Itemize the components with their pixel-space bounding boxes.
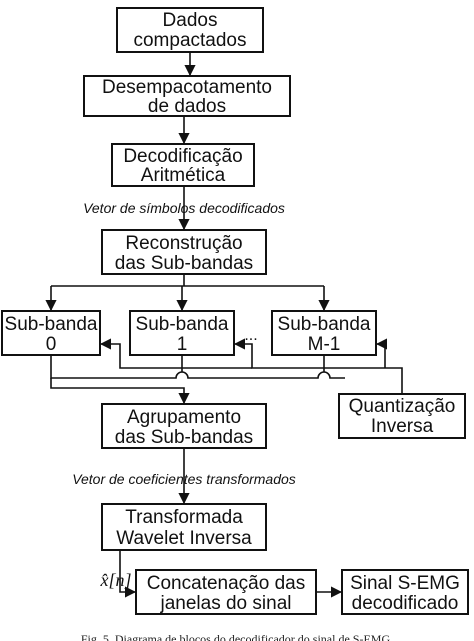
arrow-to-grouping: [50, 378, 190, 405]
box-arithmetic-decoding-line1: Decodificação: [123, 146, 242, 167]
box-inverse-wavelet: Transformada Wavelet Inversa: [101, 503, 267, 551]
box-subband-reconstruction-line2: das Sub-bandas: [115, 253, 253, 274]
arrow-quant-to-subband-1: [233, 338, 385, 369]
box-window-concatenation-line1: Concatenação das: [147, 573, 305, 594]
box-subband-grouping: Agrupamento das Sub-bandas: [101, 403, 267, 449]
box-inverse-quantization-line1: Quantização: [349, 396, 456, 417]
box-subband-grouping-line2: das Sub-bandas: [115, 427, 253, 448]
box-window-concatenation-line2: janelas do sinal: [160, 593, 292, 614]
arrow-wavelet-to-concatenation: [119, 550, 137, 598]
box-compressed-data: Dados compactados: [116, 7, 264, 53]
line-quant-up: [385, 367, 403, 394]
ellipsis-label: ...: [244, 327, 257, 344]
box-arithmetic-decoding: Decodificação Aritmética: [111, 143, 255, 187]
arrow-quant-to-subband-0: [99, 338, 252, 369]
box-compressed-data-line1: Dados: [163, 10, 218, 31]
box-subband-0-line1: Sub-banda: [5, 314, 98, 335]
box-subband-0: Sub-banda 0: [1, 310, 101, 356]
box-subband-1-line1: Sub-banda: [136, 314, 229, 335]
box-inverse-quantization: Quantização Inversa: [338, 393, 466, 439]
box-unpacking-line2: de dados: [148, 96, 226, 117]
box-subband-reconstruction-line1: Reconstrução: [125, 233, 242, 254]
line-subbands-collector: [50, 355, 345, 379]
box-subband-1-line2: 1: [177, 334, 188, 355]
box-compressed-data-line2: compactados: [133, 30, 246, 51]
box-unpacking: Desempacotamento de dados: [83, 75, 291, 117]
box-subband-grouping-line1: Agrupamento: [127, 407, 241, 428]
box-subband-0-line2: 0: [46, 334, 57, 355]
box-decoded-signal-line2: decodificado: [352, 593, 459, 614]
box-window-concatenation: Concatenação das janelas do sinal: [135, 569, 317, 615]
box-unpacking-line1: Desempacotamento: [102, 77, 272, 98]
box-subband-m-1: Sub-banda M-1: [271, 310, 377, 356]
figure-caption: Fig. 5. Diagrama de blocos do decodifica…: [81, 632, 393, 641]
box-decoded-signal: Sinal S-EMG decodificado: [341, 569, 469, 615]
box-decoded-signal-line1: Sinal S-EMG: [350, 573, 460, 594]
figure-caption-text: Fig. 5. Diagrama de blocos do decodifica…: [81, 632, 393, 641]
box-subband-m-1-line2: M-1: [308, 334, 341, 355]
arrow-quant-to-subband-m-1: [375, 338, 388, 368]
box-subband-1: Sub-banda 1: [129, 310, 235, 356]
box-inverse-wavelet-line2: Wavelet Inversa: [116, 528, 252, 549]
box-inverse-quantization-line2: Inversa: [371, 416, 434, 437]
signal-symbol-label: x̂[n]: [100, 570, 132, 590]
box-subband-reconstruction: Reconstrução das Sub-bandas: [101, 229, 267, 275]
box-arithmetic-decoding-line2: Aritmética: [141, 165, 226, 186]
box-inverse-wavelet-line1: Transformada: [125, 507, 243, 528]
connectors: [45, 52, 403, 598]
box-subband-m-1-line1: Sub-banda: [278, 314, 371, 335]
